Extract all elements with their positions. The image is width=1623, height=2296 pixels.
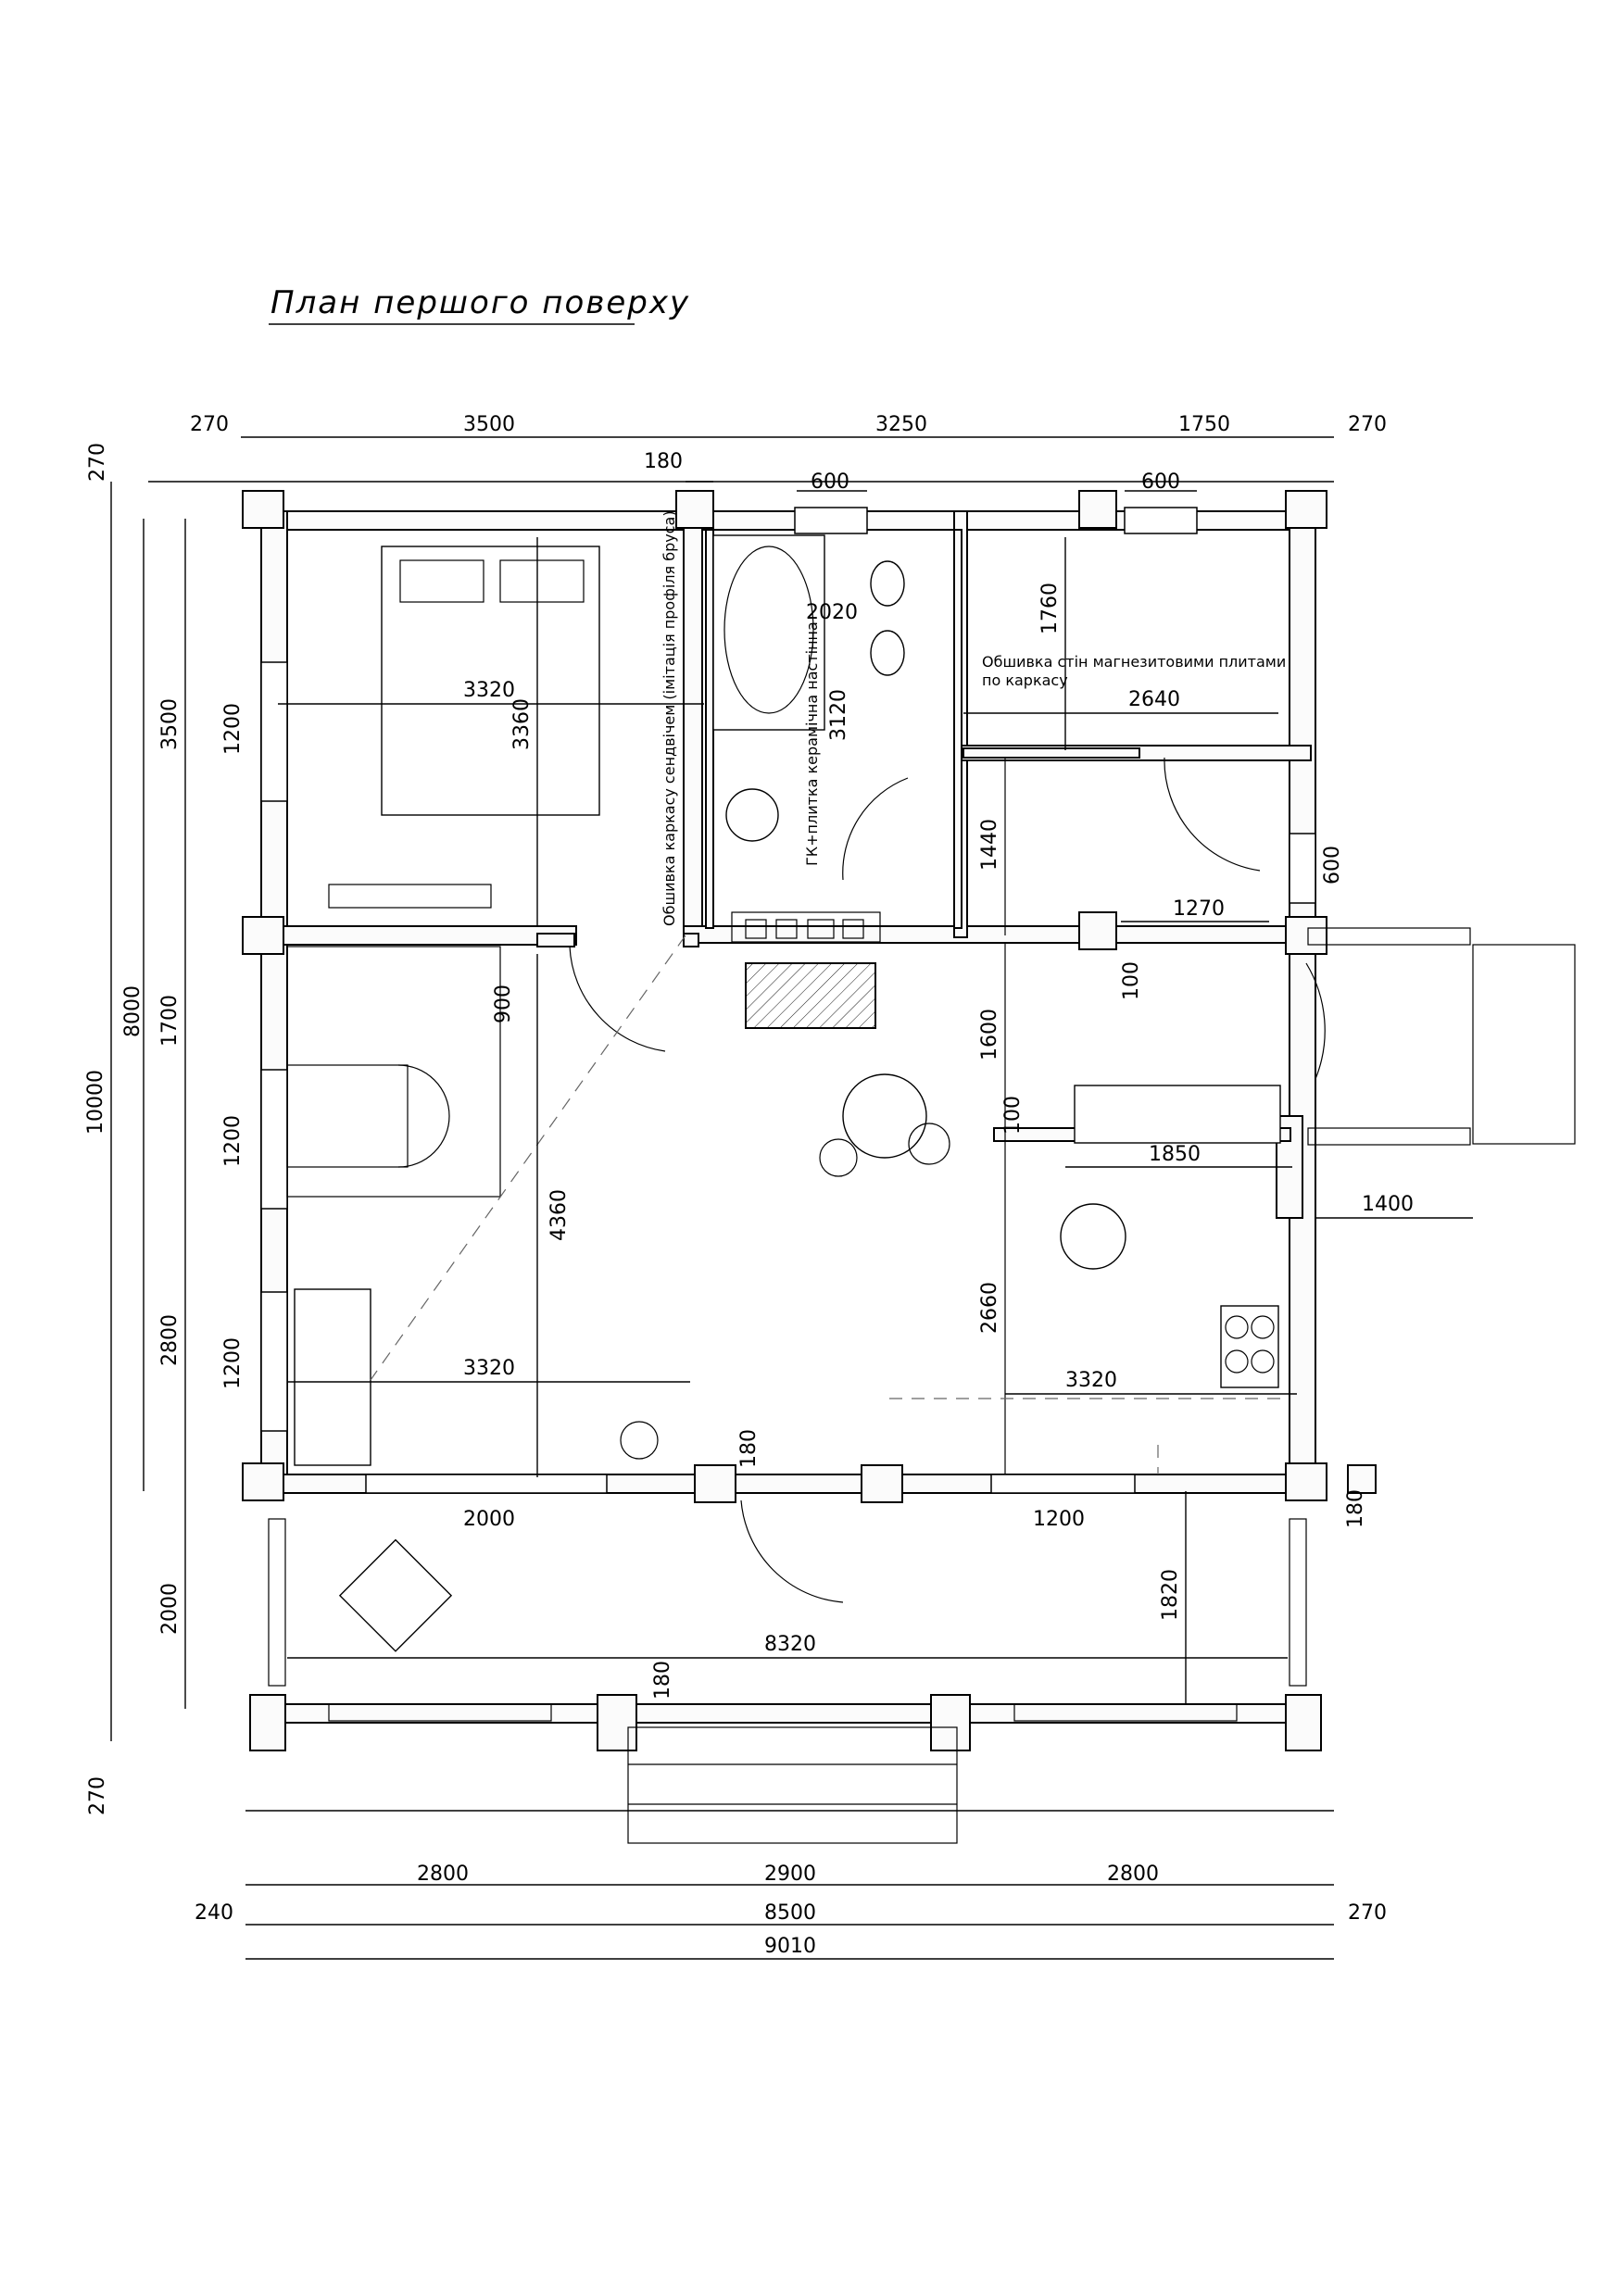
kitchen [889, 1085, 1288, 1474]
dim-bath-depth: 3120 [827, 689, 850, 741]
dim-kitchen-2660: 2660 [978, 1282, 1001, 1334]
plant [620, 1421, 659, 1460]
dim-top-270-right: 270 [1348, 413, 1387, 436]
dim-window-1200-a: 1200 [221, 703, 245, 755]
dim-window-1200-b: 1200 [221, 1115, 245, 1167]
dim-left-2000: 2000 [158, 1583, 182, 1635]
dim-left-10000: 10000 [84, 1070, 107, 1135]
plan-title: План першого поверху [270, 284, 690, 321]
dim-window-2000: 2000 [463, 1508, 515, 1531]
dim-bath-width: 2020 [806, 601, 858, 624]
dim-bottom-2800-left: 2800 [417, 1863, 469, 1886]
dim-kitchen-3320: 3320 [1065, 1369, 1117, 1392]
dim-bottom-2900: 2900 [764, 1863, 816, 1886]
sofa [294, 1288, 371, 1466]
dim-kitchen-1850: 1850 [1149, 1143, 1201, 1166]
dim-left-2800: 2800 [158, 1314, 182, 1366]
dim-window-600: 600 [1321, 846, 1344, 885]
dim-hall-depth: 1440 [978, 819, 1001, 871]
staircase [286, 946, 501, 1198]
dim-top-3500: 3500 [463, 413, 515, 436]
dim-top-270-left: 270 [190, 413, 229, 436]
dim-bedroom-depth: 3360 [510, 698, 534, 750]
door-swings [569, 757, 1326, 1603]
terrace-table [338, 1538, 453, 1652]
dim-left-270-top: 270 [86, 443, 109, 482]
toilets [725, 560, 905, 842]
dim-bottom-270: 270 [1348, 1901, 1387, 1925]
dim-bottom-9010: 9010 [764, 1935, 816, 1958]
fireplace-stove [731, 911, 881, 1029]
bed [328, 546, 600, 909]
dim-wall-100-b: 100 [1001, 1096, 1025, 1135]
dim-left-270-bottom: 270 [86, 1776, 109, 1815]
windows [260, 507, 1316, 1494]
dim-terrace-180: 180 [651, 1661, 674, 1700]
dim-top-1750: 1750 [1178, 413, 1230, 436]
terrace-railing [268, 927, 1471, 1722]
dim-bedroom-width: 3320 [463, 679, 515, 702]
dim-top-3250: 3250 [875, 413, 927, 436]
round-table [819, 1073, 950, 1177]
dim-terrace-1820: 1820 [1159, 1569, 1182, 1621]
dim-bottom-8500: 8500 [764, 1901, 816, 1925]
note-wall-left: Обшивка каркасу сендвічем (імітація проф… [661, 510, 678, 926]
dim-wall-180-right: 180 [1344, 1489, 1367, 1528]
dim-top-180: 180 [644, 450, 683, 473]
dim-bottom-2800-right: 2800 [1107, 1863, 1159, 1886]
note-room-wall-1: Обшивка стін магнезитовими плитами [982, 653, 1286, 671]
dim-left-8000: 8000 [121, 985, 145, 1037]
dim-door-gap: 1270 [1173, 897, 1225, 921]
dim-porch-1400: 1400 [1362, 1193, 1414, 1216]
dim-left-3500: 3500 [158, 698, 182, 750]
dimension-lines [110, 436, 1473, 1960]
dimension-texts: 270 3500 3250 1750 270 180 600 600 270 1… [84, 413, 1414, 1958]
dim-living-3320: 3320 [463, 1357, 515, 1380]
dim-terrace-8320: 8320 [764, 1633, 816, 1656]
bathtub [712, 534, 825, 731]
dim-room-width: 2640 [1128, 688, 1180, 711]
entrance-stairs [627, 944, 1576, 1844]
dim-living-4360: 4360 [547, 1189, 571, 1241]
dim-stair-900: 900 [492, 985, 515, 1023]
dim-top-600-b: 600 [1141, 470, 1180, 494]
dim-window-1200-c: 1200 [221, 1337, 245, 1389]
wall-notes: Обшивка каркасу сендвічем (імітація проф… [661, 510, 1286, 926]
dim-left-1700: 1700 [158, 995, 182, 1047]
dim-room-depth: 1760 [1038, 583, 1062, 634]
dim-window-1200: 1200 [1033, 1508, 1085, 1531]
dim-bottom-240: 240 [195, 1901, 233, 1925]
diagonal-guide [370, 935, 686, 1381]
interior-partitions [536, 529, 1140, 1474]
dim-top-600-a: 600 [811, 470, 849, 494]
note-bath-wall: ГК+плитка керамічна настінна [803, 621, 821, 866]
note-room-wall-2: по каркасу [982, 671, 1068, 689]
dim-entrance-180: 180 [737, 1429, 761, 1468]
dim-wall-100-a: 100 [1120, 961, 1143, 1000]
dim-kitchen-1600: 1600 [978, 1009, 1001, 1060]
